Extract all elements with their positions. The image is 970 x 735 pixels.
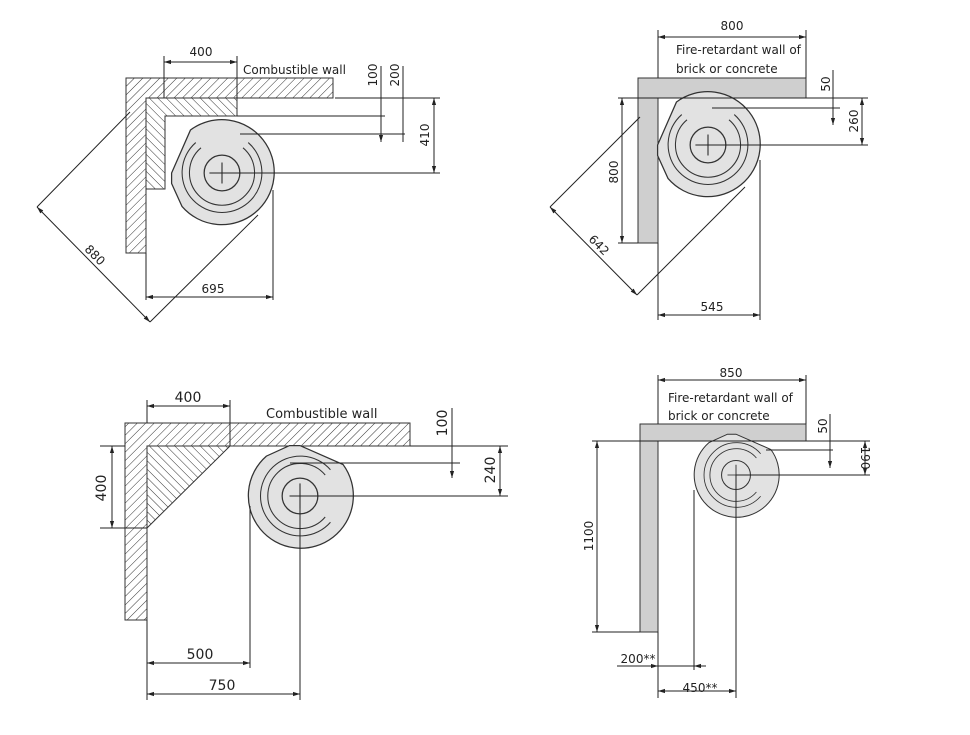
dim-100: 100: [366, 64, 380, 87]
dim-190: 190: [858, 447, 872, 470]
dim-1100: 1100: [582, 521, 596, 552]
stove-icon: [170, 119, 275, 226]
dim-500: 500: [187, 647, 214, 663]
corner-heat-shield: [146, 445, 232, 530]
stove-icon: [656, 91, 761, 198]
dim-880: 880: [82, 242, 108, 268]
diagram-3-combustible-corner-triangle: 400 Combustible wall 100 240 400 500 750: [94, 390, 508, 700]
dim-50: 50: [816, 418, 830, 433]
dim-400: 400: [190, 45, 213, 59]
wall-label: Combustible wall: [243, 63, 346, 77]
dim-750: 750: [209, 678, 236, 694]
diagram-1-combustible-corner: 400 Combustible wall 100 200 410 880 695: [36, 45, 440, 323]
stove-icon: [693, 433, 780, 518]
diagram-4-fire-retardant-corner: 850 Fire-retardant wall of brick or conc…: [582, 366, 872, 698]
dim-800-left: 800: [607, 161, 621, 184]
dim-642: 642: [586, 232, 612, 258]
dim-200-stars: 200**: [621, 652, 656, 666]
dim-450-stars: 450**: [683, 681, 718, 695]
dim-695: 695: [202, 282, 225, 296]
wall-label-2: brick or concrete: [668, 409, 770, 423]
dim-850: 850: [720, 366, 743, 380]
dim-410: 410: [418, 124, 432, 147]
dim-50: 50: [819, 76, 833, 91]
dim-200: 200: [388, 64, 402, 87]
dim-400-top: 400: [175, 390, 202, 406]
wall-label: Combustible wall: [266, 407, 377, 422]
stove-icon: [247, 444, 354, 549]
dim-100: 100: [435, 410, 451, 437]
diagram-2-fire-retardant-corner: 800 Fire-retardant wall of brick or conc…: [549, 19, 868, 320]
dim-260: 260: [847, 110, 861, 133]
dim-400-left: 400: [94, 475, 110, 502]
dim-240: 240: [483, 457, 499, 484]
dim-800-top: 800: [721, 19, 744, 33]
wall-label-1: Fire-retardant wall of: [676, 43, 802, 57]
dim-545: 545: [701, 300, 724, 314]
wall-label-2: brick or concrete: [676, 62, 778, 76]
wall-label-1: Fire-retardant wall of: [668, 391, 794, 405]
